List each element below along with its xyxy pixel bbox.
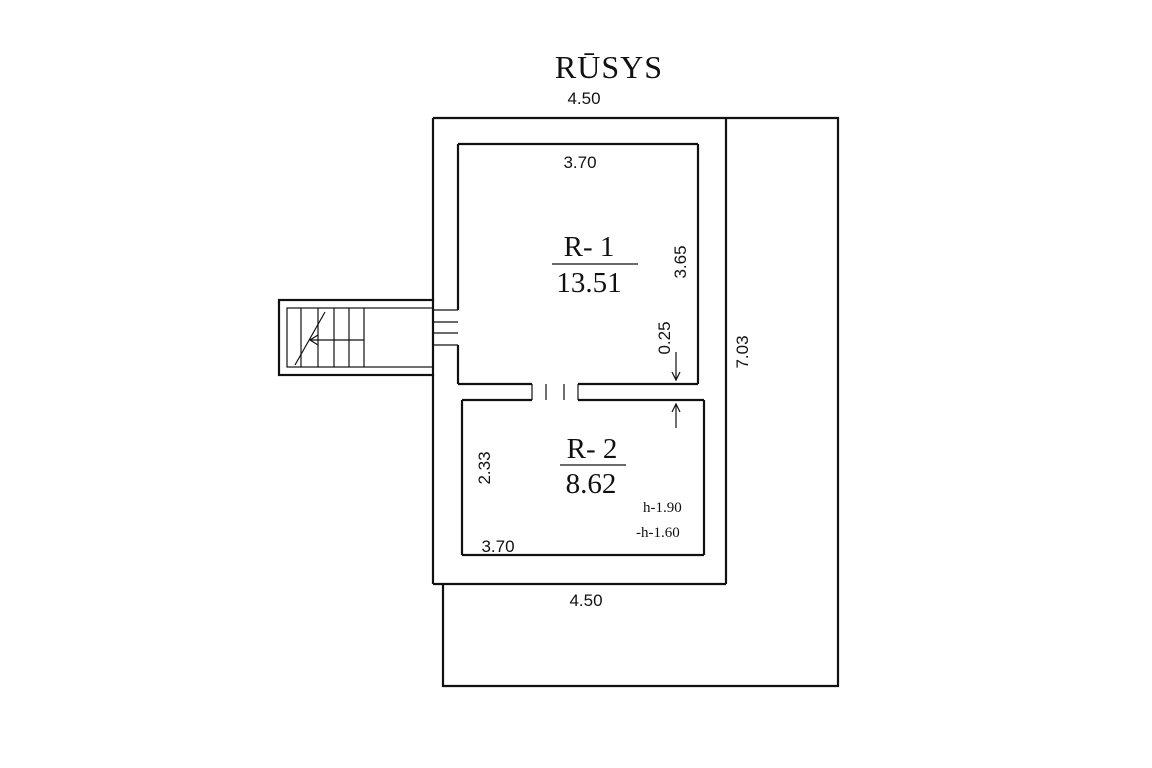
dimension-partition: 0.25 <box>655 321 674 354</box>
room-r1-code: R- 1 <box>564 231 615 263</box>
partition-dimension-marks <box>671 352 681 428</box>
dimension-room1-width: 3.70 <box>563 153 596 172</box>
dimension-room1-height: 3.65 <box>671 245 690 278</box>
dimension-outer-bottom: 4.50 <box>569 591 602 610</box>
plan-title: RŪSYS <box>555 49 663 85</box>
dimension-room2-height: 2.33 <box>475 451 494 484</box>
room-r2-code: R- 2 <box>567 433 618 465</box>
room-r2-height-1: h-1.90 <box>643 500 682 516</box>
room-r2 <box>460 398 706 557</box>
dimension-outer-top: 4.50 <box>567 89 600 108</box>
room-r2-area: 8.62 <box>566 468 617 500</box>
door-stair-r1 <box>433 309 458 346</box>
staircase <box>277 298 435 377</box>
dimension-outer-right: 7.03 <box>733 335 752 368</box>
room-r1 <box>456 142 700 386</box>
room-r2-height-2: -h-1.60 <box>636 525 680 541</box>
door-r1-r2 <box>531 384 579 400</box>
outer-walls <box>431 116 840 688</box>
room-r1-area: 13.51 <box>556 267 621 299</box>
dimension-room2-width: 3.70 <box>481 537 514 556</box>
